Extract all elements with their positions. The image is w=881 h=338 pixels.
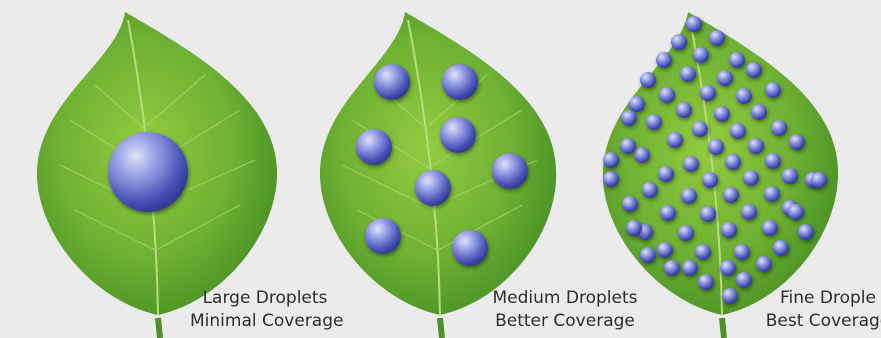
fine-droplet	[725, 154, 741, 170]
fine-droplet	[709, 30, 725, 46]
fine-droplet	[664, 260, 680, 276]
fine-droplet	[622, 196, 638, 212]
caption-medium-droplets: Medium Droplets Better Coverage	[480, 287, 650, 333]
fine-droplet	[730, 123, 746, 139]
fine-droplet	[629, 96, 645, 112]
caption-line-1: Large Droplets	[190, 287, 340, 310]
fine-droplet	[660, 205, 676, 221]
fine-droplet	[698, 274, 714, 290]
fine-droplet	[682, 260, 698, 276]
fine-droplet	[789, 134, 805, 150]
caption-line-2: Best Coverage	[758, 310, 881, 333]
caption-line-1: Fine Drople	[758, 287, 881, 310]
fine-droplet	[720, 260, 736, 276]
fine-droplet	[700, 206, 716, 222]
fine-droplet	[693, 47, 709, 63]
fine-droplet	[634, 147, 650, 163]
fine-droplet	[640, 247, 656, 263]
fine-droplet	[764, 186, 780, 202]
fine-droplet	[773, 240, 789, 256]
fine-droplet	[686, 16, 702, 32]
fine-droplet	[734, 244, 750, 260]
fine-droplet	[678, 225, 694, 241]
caption-line-2: Better Coverage	[480, 310, 650, 333]
fine-droplet	[746, 62, 762, 78]
fine-droplet	[729, 52, 745, 68]
fine-droplet	[717, 70, 733, 86]
fine-droplet	[756, 256, 772, 272]
fine-droplet	[736, 88, 752, 104]
fine-droplet	[692, 121, 708, 137]
fine-droplet	[748, 138, 764, 154]
fine-droplet	[621, 110, 637, 126]
fine-droplet	[640, 72, 656, 88]
fine-droplet	[771, 120, 787, 136]
fine-droplet	[736, 272, 752, 288]
fine-droplet	[646, 114, 662, 130]
fine-droplet	[788, 204, 804, 220]
fine-droplet	[721, 222, 737, 238]
fine-droplet	[762, 220, 778, 236]
fine-droplet	[743, 170, 759, 186]
fine-droplet	[714, 106, 730, 122]
fine-droplet	[676, 102, 692, 118]
fine-droplet	[765, 153, 781, 169]
caption-line-2: Minimal Coverage	[190, 310, 340, 333]
droplet	[108, 132, 188, 212]
fine-droplet	[671, 34, 687, 50]
fine-droplet	[765, 82, 781, 98]
fine-droplet	[708, 139, 724, 155]
fine-droplet	[658, 166, 674, 182]
fine-droplet	[681, 188, 697, 204]
fine-droplet	[722, 288, 738, 304]
fine-droplet	[683, 156, 699, 172]
fine-droplet	[695, 244, 711, 260]
caption-line-1: Medium Droplets	[480, 287, 650, 310]
fine-droplet	[702, 172, 718, 188]
fine-droplet	[603, 152, 619, 168]
fine-droplet	[603, 171, 619, 187]
fine-droplet	[620, 138, 636, 154]
fine-droplet	[656, 52, 672, 68]
fine-droplet	[782, 168, 798, 184]
caption-fine-droplets: Fine Drople Best Coverage	[758, 287, 881, 333]
fine-droplet	[700, 85, 716, 101]
fine-droplet	[626, 220, 642, 236]
fine-droplet	[811, 172, 827, 188]
fine-droplet	[751, 104, 767, 120]
fine-droplet	[659, 87, 675, 103]
fine-droplet	[798, 224, 814, 240]
fine-droplet	[657, 242, 673, 258]
fine-droplet	[667, 132, 683, 148]
fine-droplet	[723, 187, 739, 203]
fine-droplet	[642, 182, 658, 198]
caption-large-droplets: Large Droplets Minimal Coverage	[190, 287, 340, 333]
fine-droplet	[741, 204, 757, 220]
fine-droplet	[680, 66, 696, 82]
